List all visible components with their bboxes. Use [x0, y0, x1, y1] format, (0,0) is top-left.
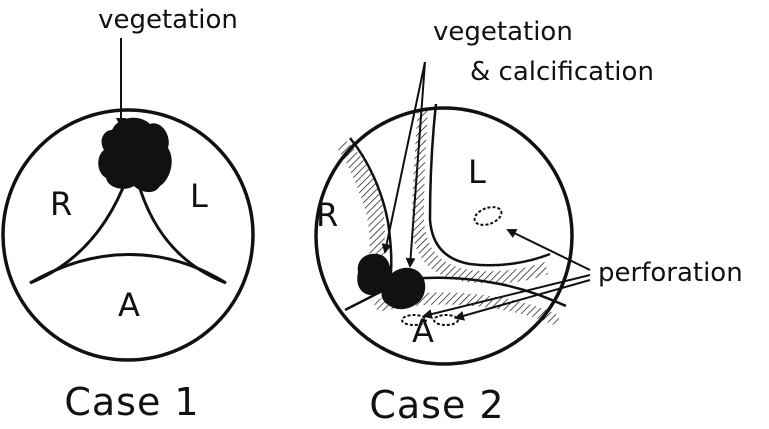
case2-caption: Case 2	[369, 383, 504, 427]
case2-label-a: A	[412, 312, 434, 350]
case1-figure: vegetation R L A Case 1	[3, 5, 253, 424]
case1-vegetation-label: vegetation	[98, 5, 238, 35]
case1-vegetation-mass	[98, 118, 171, 192]
case1-label-a: A	[118, 286, 140, 324]
case2-perforation-aortic-2	[434, 315, 458, 325]
case2-perforation-left-cusp	[472, 204, 504, 229]
case2-perforation-arrow-1	[508, 230, 590, 270]
case2-calcification-label: & calcification	[470, 57, 654, 87]
case1-caption: Case 1	[64, 380, 199, 424]
case2-label-r: R	[316, 196, 338, 234]
case1-label-l: L	[190, 177, 208, 215]
case2-vegetation-label: vegetation	[433, 17, 573, 47]
case1-right-cusp-line	[30, 175, 128, 283]
case1-aortic-cusp-line	[30, 255, 226, 284]
case2-perforation-label: perforation	[598, 258, 743, 288]
case2-label-l: L	[468, 153, 486, 191]
case1-label-r: R	[50, 185, 72, 223]
case2-figure: vegetation & calcification perforation R…	[316, 17, 743, 427]
